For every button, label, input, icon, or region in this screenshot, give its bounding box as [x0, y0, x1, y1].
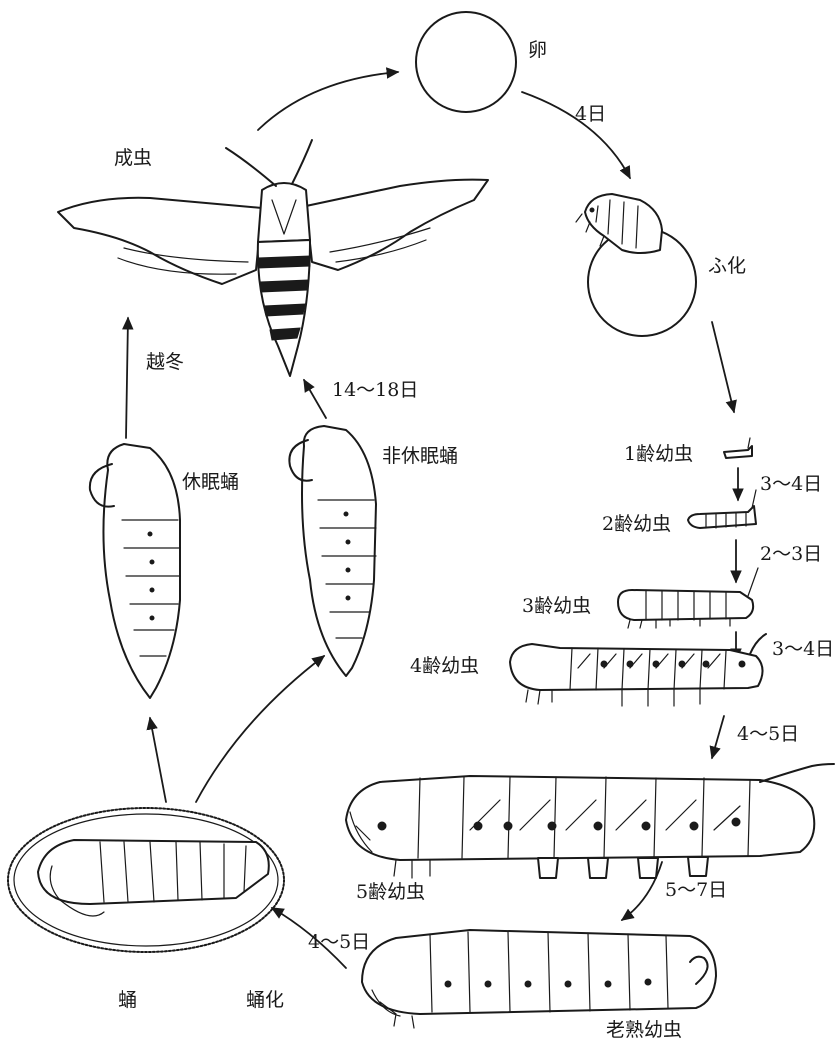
arrow-diapause-to-adult [126, 318, 128, 438]
label-instar3: 3齢幼虫 [522, 595, 591, 617]
label-nondiapause-days: 14～18日 [332, 379, 418, 401]
label-egg-days: 4日 [575, 103, 606, 125]
adult-moth [58, 140, 488, 376]
hatching-illustration [576, 194, 696, 336]
label-hatching: ふ化 [708, 255, 746, 277]
label-overwinter: 越冬 [146, 351, 184, 373]
label-instar5-days: 5～7日 [665, 879, 727, 901]
label-egg: 卵 [528, 39, 547, 61]
arrow-pupa-to-diapause [150, 718, 166, 802]
pupa-in-cocoon [8, 808, 284, 952]
label-pupation-days: 4～5日 [308, 931, 370, 953]
label-instar4-days: 4～5日 [737, 723, 799, 745]
egg-illustration [416, 12, 516, 112]
arrow-nondiapause-to-adult [304, 380, 326, 418]
instar4-larva [510, 634, 766, 706]
mature-larva [362, 930, 716, 1028]
label-pupa: 蛹 [118, 989, 137, 1011]
arrow-hatching-to-instar1 [712, 322, 734, 412]
label-instar5: 5齢幼虫 [356, 881, 425, 903]
label-adult: 成虫 [114, 147, 152, 169]
diapause-pupa [90, 444, 180, 698]
label-instar2: 2齢幼虫 [602, 513, 671, 535]
label-nondiapause-pupa: 非休眠蛹 [382, 445, 458, 467]
arrow-pupa-to-nondiapause [196, 656, 324, 802]
nondiapause-pupa [289, 426, 376, 676]
arrow-instar4-to-instar5 [712, 716, 724, 758]
label-mature-larva: 老熟幼虫 [606, 1019, 682, 1041]
instar3-larva [618, 568, 758, 628]
label-instar4: 4齢幼虫 [410, 655, 479, 677]
label-instar1: 1齢幼虫 [624, 443, 693, 465]
arrow-adult-to-egg [258, 72, 398, 130]
label-instar3-days: 3～4日 [772, 638, 834, 660]
instar1-larva [724, 438, 752, 458]
instar5-larva [346, 764, 834, 878]
instar2-larva [688, 490, 756, 528]
label-instar2-days: 2～3日 [760, 543, 822, 565]
label-diapause-pupa: 休眠蛹 [182, 471, 239, 493]
label-pupation: 蛹化 [246, 989, 284, 1011]
label-instar1-days: 3～4日 [760, 473, 822, 495]
